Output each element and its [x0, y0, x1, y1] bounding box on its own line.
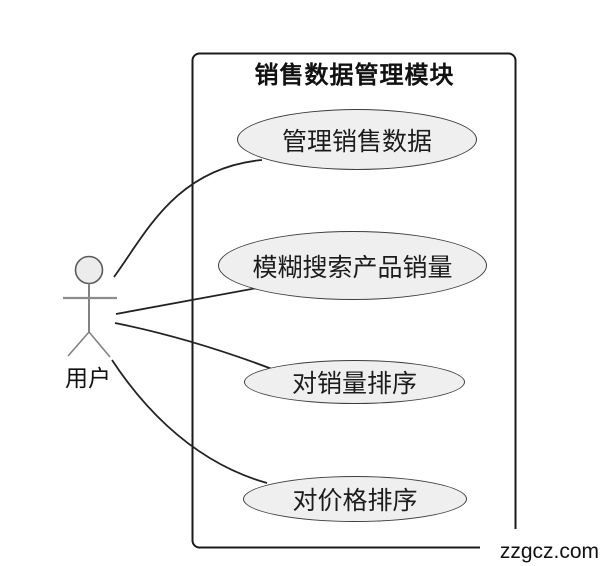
actor-right-leg	[88, 331, 111, 358]
use-case-fuzzy-search-product-sales: 模糊搜索产品销量	[218, 231, 487, 300]
association-line-sort-by-price	[111, 359, 268, 484]
actor-left-leg	[67, 331, 90, 357]
watermark: zzgcz.com	[480, 529, 607, 566]
actor-figure	[63, 255, 117, 358]
actor-label: 用户	[65, 365, 111, 391]
use-case-manage-sales-data: 管理销售数据	[237, 109, 477, 170]
association-line-sort-by-sales	[114, 322, 273, 370]
use-case-sort-by-price: 对价格排序	[243, 476, 467, 522]
association-line-fuzzy-search	[115, 287, 258, 315]
actor-head	[74, 255, 104, 285]
system-boundary-title: 销售数据管理模块	[254, 62, 455, 89]
use-case-sort-by-sales: 对销量排序	[244, 360, 465, 404]
association-line-manage-sales-data	[113, 159, 263, 278]
